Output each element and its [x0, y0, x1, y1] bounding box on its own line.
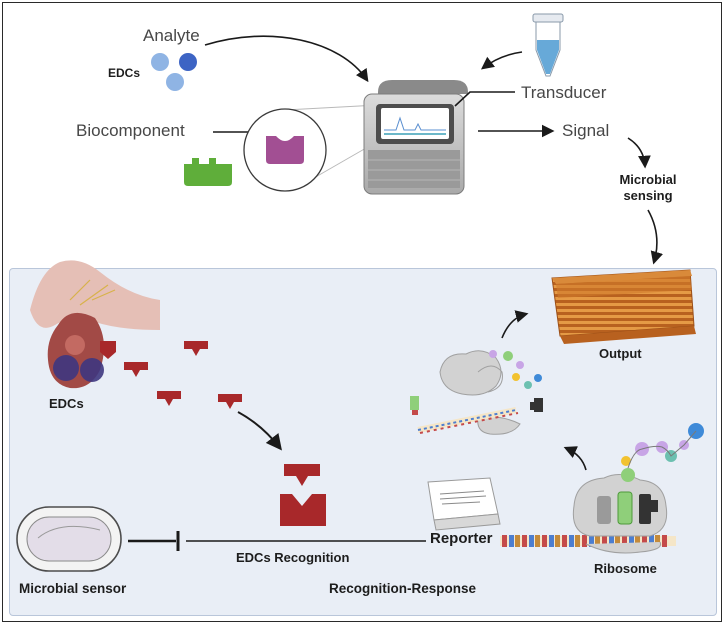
microbial-sensing-label-line2: sensing: [623, 188, 673, 203]
transducer-leader-line: [454, 91, 515, 107]
edc-molecules-icon: [100, 341, 242, 409]
transducer-label: Transducer: [521, 83, 607, 102]
sensing-to-output-arrow: [647, 209, 664, 265]
reporter-label: Reporter: [430, 530, 493, 547]
tube-to-device-arrow: [480, 51, 523, 70]
analyte-to-device-arrow: [204, 35, 369, 83]
reporter-box-icon: [427, 477, 501, 531]
edcs-recognition-label: EDCs Recognition: [236, 550, 350, 565]
microbial-sensing-label-line1: Microbial: [619, 172, 677, 187]
biocomponent-zoom-icon: [243, 104, 381, 192]
signal-to-sensing-arrow: [627, 137, 651, 169]
biocomponent-label: Biocomponent: [76, 121, 185, 140]
edcs-label: EDCs: [49, 396, 84, 411]
edc-to-recognition-arrow: [237, 411, 282, 451]
output-label: Output: [599, 346, 642, 361]
ribosome-cycle-arrow: [563, 446, 587, 471]
edc-receptor-binding-icon: [280, 464, 326, 526]
eppendorf-tube-icon: [532, 13, 564, 77]
gland-tissue-icon: [30, 260, 160, 389]
signal-label: Signal: [562, 121, 610, 140]
ribosome-icon: [572, 423, 704, 554]
recognition-response-label: Recognition-Response: [329, 581, 477, 596]
analyte-molecules-icon: [151, 53, 197, 91]
mrna-strand-icon: [500, 535, 676, 547]
green-receptor-icon: [184, 158, 232, 186]
output-stack-icon: [551, 269, 696, 344]
analyte-label: Analyte: [143, 26, 200, 45]
ribosome-label: Ribosome: [594, 561, 657, 576]
translation-to-output-arrow: [501, 310, 529, 339]
edcs-small-label: EDCs: [108, 66, 141, 80]
biosensor-device-icon: [363, 80, 468, 195]
translating-ribosome-icon: [410, 350, 543, 435]
bacterium-icon: [16, 506, 122, 572]
microbial-sensor-label: Microbial sensor: [19, 581, 127, 596]
